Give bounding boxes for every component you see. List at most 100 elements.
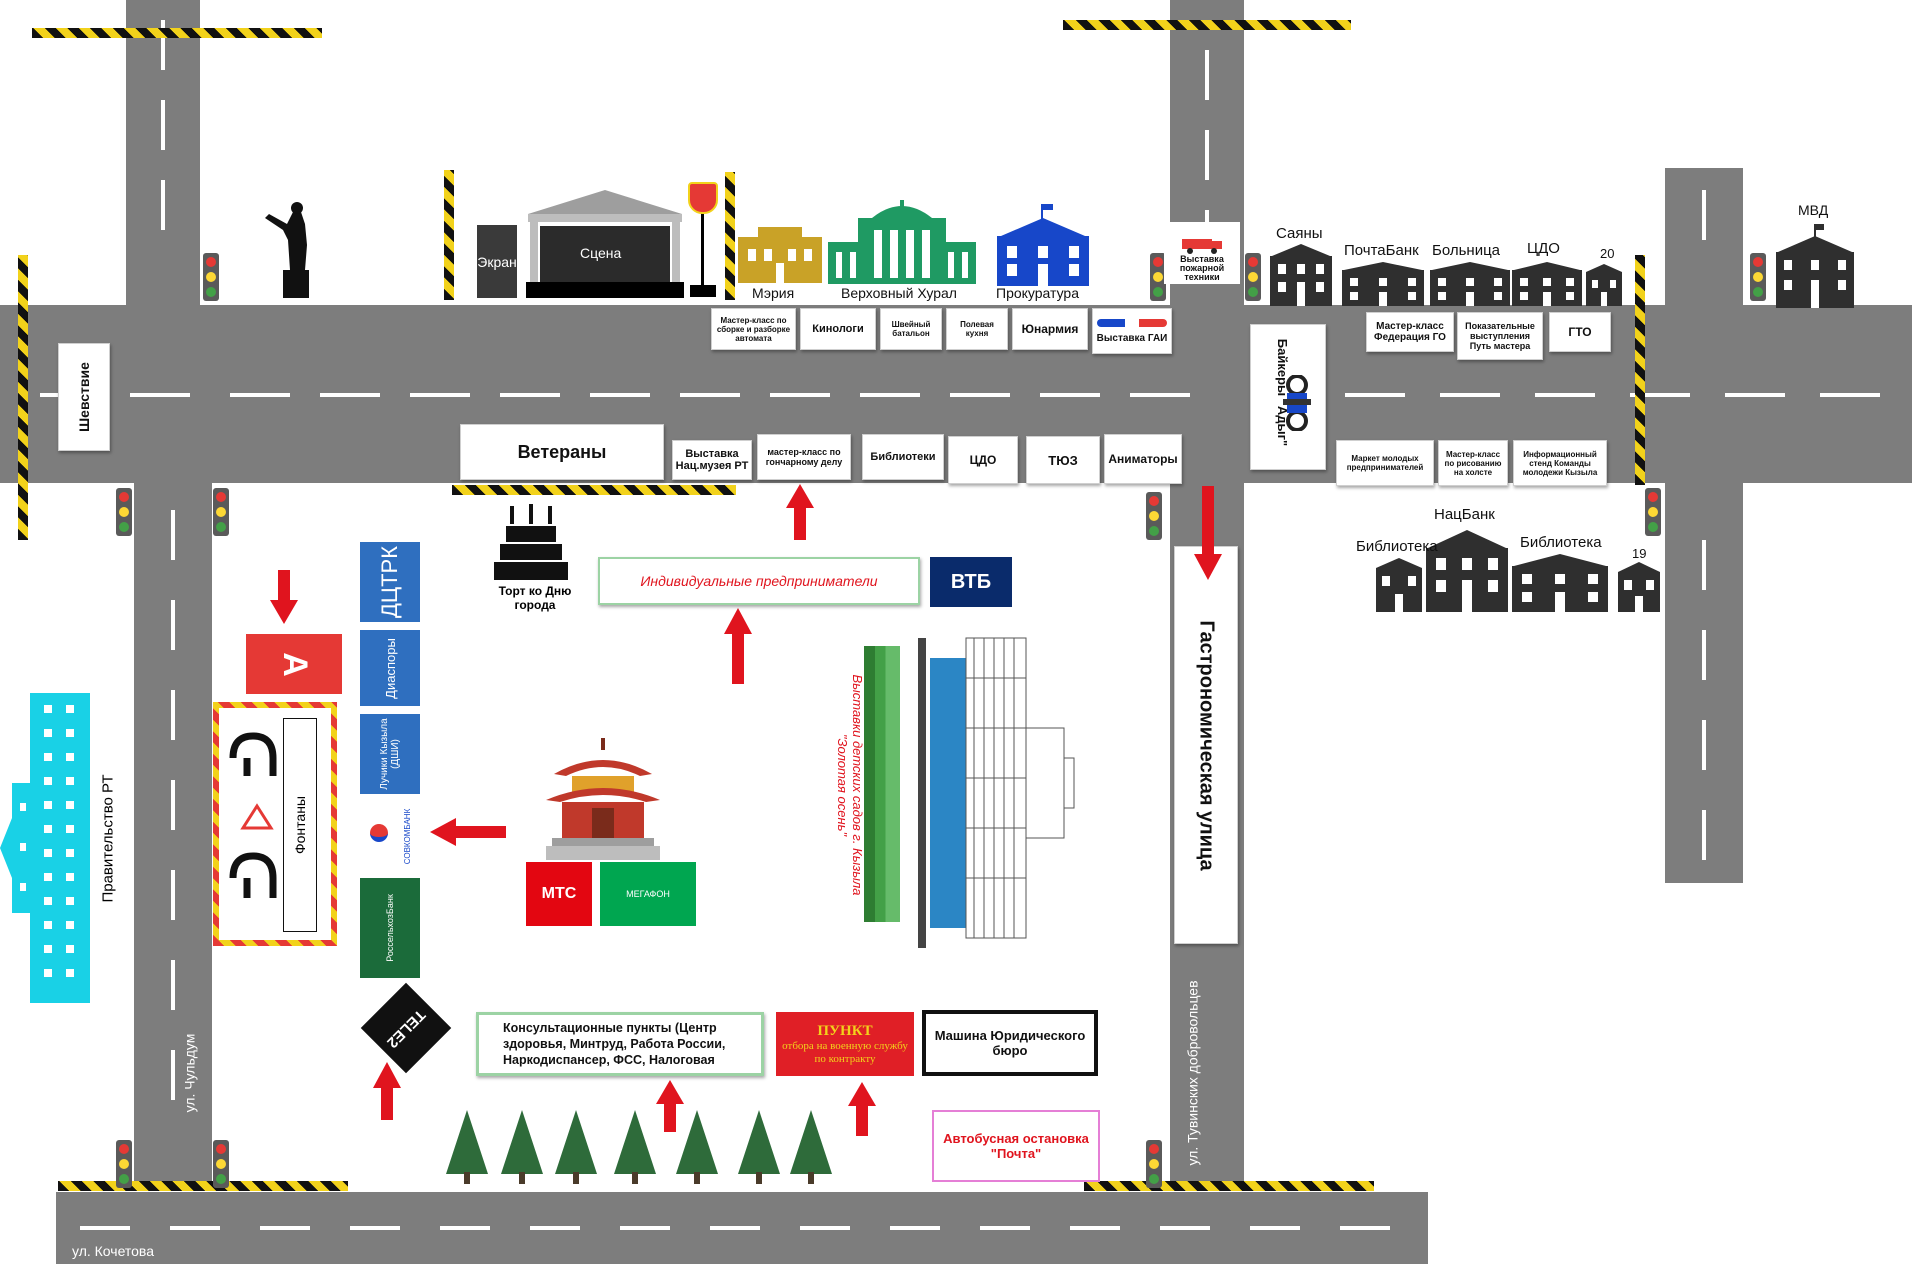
traffic-light [213,1140,229,1188]
booth-biblioteki[interactable]: Библиотеки [862,434,944,480]
booth-cdo[interactable]: ЦДО [948,436,1018,484]
booth-kinologi[interactable]: Кинологи [800,308,876,350]
sayany-building-icon[interactable] [1268,242,1334,306]
tele2-logo[interactable]: TELE2 [360,982,452,1074]
building-19-icon[interactable] [1616,560,1662,612]
theater-building-icon[interactable] [914,628,1078,956]
punkt-title: ПУНКТ [817,1023,873,1040]
pravitelstvo-building-icon[interactable] [0,693,92,1003]
booth-gai[interactable]: Выставка ГАИ [1092,308,1172,354]
red-arrow-up-icon [373,1062,401,1120]
mts-logo[interactable]: МТС [526,862,592,926]
ip-card[interactable]: Индивидуальные предприниматели [598,557,920,605]
red-arrow-up-icon [656,1080,684,1132]
screen-label: Экран [477,253,517,270]
biblioteka-2-label: Библиотека [1520,534,1602,551]
lane-marking [1702,810,1706,860]
booth-federation-go[interactable]: Мастер-класс Федерация ГО [1366,312,1454,352]
booth-veterany[interactable]: Ветераны [460,424,664,480]
booth-shveyny[interactable]: Швейный батальон [880,308,942,350]
rosselhozbank-logo[interactable]: РоссельхозБанк [360,878,420,978]
booth-info-stend[interactable]: Информационный стенд Команды молодежи Кы… [1513,440,1607,486]
booth-animatory[interactable]: Аниматоры [1104,434,1182,484]
mvd-building-icon[interactable] [1774,224,1856,308]
traffic-light [1146,1140,1162,1188]
cdo-building-icon[interactable] [1510,260,1584,306]
lane-marking [260,1226,310,1230]
pochtabank-label: ПочтаБанк [1344,242,1419,259]
building-20-icon[interactable] [1584,262,1624,306]
cdo-top-label: ЦДО [1527,240,1560,257]
lane-marking [170,1226,220,1230]
bikers-card[interactable]: Байкеры "Адыг" [1250,324,1326,470]
lane-marking [680,393,740,397]
lane-marking [770,393,830,397]
chuldum-label: ул. Чульдум [181,1033,198,1113]
luchiki-card[interactable]: Лучики Кызыла (ДШИ) [360,714,420,794]
emblem-base [690,285,716,297]
lane-marking [950,393,1010,397]
booth-gonchar[interactable]: мастер-класс по гончарному делу [757,434,851,480]
lane-marking [171,510,175,560]
cake-icon[interactable] [492,504,570,582]
lane-marking [320,393,380,397]
lane-marking [130,393,190,397]
building-19-label: 19 [1632,546,1647,561]
biblioteka-2-building-icon[interactable] [1510,552,1610,612]
pagoda-icon[interactable] [544,736,662,862]
gastro-label: Гастрономическая улица [1195,619,1218,871]
lane-marking [1702,630,1706,680]
gastro-street-card[interactable]: Гастрономическая улица [1174,546,1238,944]
lane-marking [1070,1226,1120,1230]
bus-stop-card[interactable]: Автобусная остановка "Почта" [932,1110,1100,1182]
booth-nats-muzey[interactable]: Выставка Нац.музея РТ [672,440,752,480]
mvd-label: МВД [1798,202,1829,218]
booth-yunarmiya[interactable]: Юнармия [1012,308,1088,350]
bolnitsa-label: Больница [1432,242,1501,259]
pochtabank-building-icon[interactable] [1340,260,1426,306]
lane-marking [1630,393,1690,397]
booth-gto[interactable]: ГТО [1549,312,1611,352]
sovcombank-logo[interactable]: СОВКОМБАНК [360,802,420,870]
booth-tyuz[interactable]: ТЮЗ [1026,436,1100,484]
booth-risovanie[interactable]: Мастер-класс по рисованию на холсте [1438,440,1508,486]
traffic-light [1146,492,1162,540]
screen-block[interactable]: Экран [477,225,517,298]
lane-marking [161,20,165,70]
diaspory-card[interactable]: Диаспоры [360,630,420,706]
natsbank-building-icon[interactable] [1424,526,1510,612]
consult-card[interactable]: Консультационные пункты (Центр здоровья,… [476,1012,764,1076]
fire-expo-card[interactable]: Выставка пожарной техники [1164,222,1240,284]
pravitelstvo-label: Правительство РТ [99,774,117,903]
dctrk-logo[interactable]: ДЦТРК [360,542,420,622]
lane-marking [1040,393,1100,397]
shestvie-sign[interactable]: Шевствие [58,343,110,451]
meriya-building-icon[interactable] [738,225,822,283]
booth-automat[interactable]: Мастер-класс по сборке и разборке автома… [711,308,796,350]
stage-icon[interactable] [520,186,690,302]
road-far-right-vertical [1665,168,1743,883]
lenin-statue-icon [265,202,309,298]
booth-kuhnya[interactable]: Полевая кухня [946,308,1008,350]
lane-marking [1160,1226,1210,1230]
punkt-card[interactable]: ПУНКТ отбора на военную службу по контра… [776,1012,914,1076]
vtb-logo[interactable]: ВТБ [930,557,1012,607]
red-arrow-up-icon [848,1082,876,1136]
lane-marking [1702,190,1706,240]
lane-marking [1702,540,1706,590]
megafon-logo[interactable]: МЕГАФОН [600,862,696,926]
fire-expo-label: Выставка пожарной техники [1179,254,1225,282]
traffic-light [1150,253,1166,301]
fountains-area[interactable]: Фонтаны [213,702,337,946]
booth-market-molodyh[interactable]: Маркет молодых предпринимателей [1336,440,1434,486]
booth-put-mastera[interactable]: Показательные выступления Путь мастера [1457,312,1543,360]
khural-building-icon[interactable] [828,200,976,284]
a-sign[interactable]: А [246,634,342,694]
lane-marking [171,690,175,740]
jurist-card[interactable]: Машина Юридического бюро [922,1010,1098,1076]
sovcombank-icon [370,824,388,842]
lane-marking [500,393,560,397]
prokuratura-building-icon[interactable] [993,200,1093,286]
biblioteka-1-building-icon[interactable] [1374,556,1424,612]
bolnitsa-building-icon[interactable] [1428,260,1512,306]
